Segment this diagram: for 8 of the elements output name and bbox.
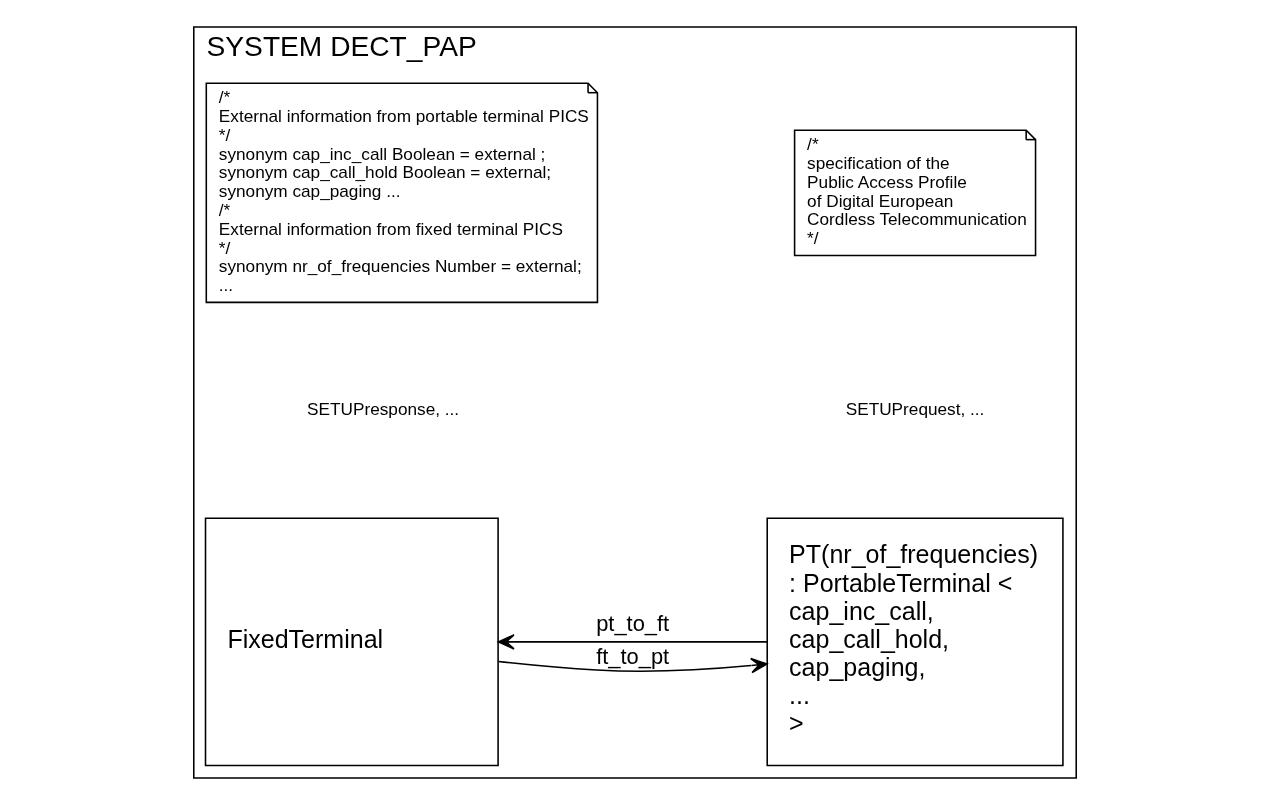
label: SETUPresponse, ... <box>307 398 460 419</box>
edge-label: pt_to_ft <box>596 611 670 637</box>
label: SETUPrequest, ... <box>845 398 985 419</box>
node-box: FixedTerminal <box>204 517 499 767</box>
node-box: PT(nr_of_frequencies) : PortableTerminal < cap_inc_call, cap_call_hold, cap_paging, ... > <box>766 517 1064 767</box>
arrow <box>497 657 768 674</box>
arrow <box>497 634 768 650</box>
edge-label: ft_to_pt <box>596 644 670 670</box>
